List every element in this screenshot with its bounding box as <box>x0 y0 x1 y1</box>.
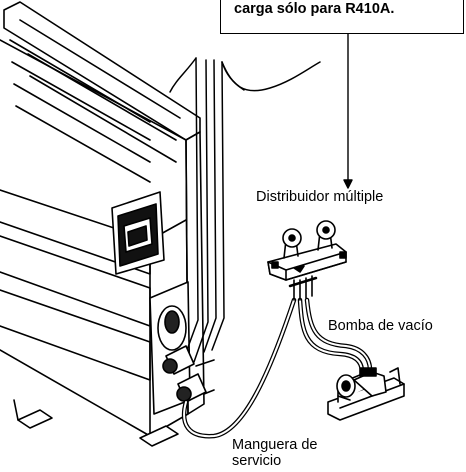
callout-box <box>220 0 464 34</box>
vacuum-pump-label: Bomba de vacío <box>328 318 433 334</box>
service-valves <box>162 345 215 403</box>
manifold-gauge <box>267 220 347 301</box>
service-hose-label-line2: servicio <box>232 453 282 469</box>
outdoor-unit <box>0 1 205 447</box>
callout-text: carga sólo para R410A. <box>234 1 395 17</box>
callout-leader-arrow <box>343 33 353 189</box>
vacuum-pump <box>327 367 405 421</box>
manifold-label: Distribuidor múltiple <box>256 189 384 205</box>
refrigerant-pipes <box>169 57 321 363</box>
service-hose-label-line1: Manguera de <box>232 437 318 453</box>
